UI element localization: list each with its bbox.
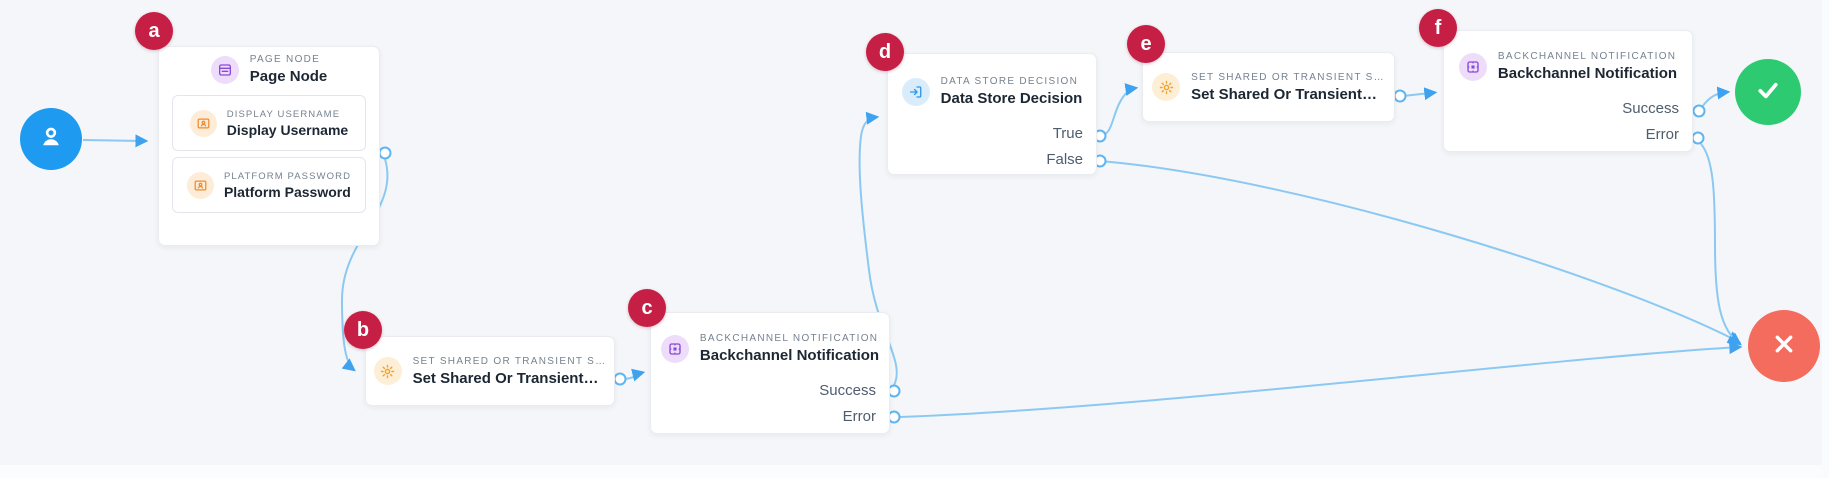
wire-a-to-b [340, 158, 389, 372]
node-card-set-shared-1[interactable]: SET SHARED OR TRANSIENT S… Set Shared Or… [365, 336, 615, 406]
page-icon [210, 55, 239, 84]
subnode-platform-password[interactable]: PLATFORM PASSWORD Platform Password [172, 157, 366, 213]
output-port-b[interactable] [613, 372, 627, 386]
node-title: Page Node [249, 68, 328, 85]
node-type-label: PAGE NODE [249, 54, 321, 65]
subnode-type-label: DISPLAY USERNAME [226, 108, 341, 120]
wire-c-success-to-d [858, 111, 898, 386]
node-card-backchannel-1[interactable]: BACKCHANNEL NOTIFICATION Backchannel Not… [650, 312, 890, 434]
gear-icon [373, 357, 402, 385]
step-badge-f[interactable]: f [1419, 9, 1457, 47]
output-port-f-success[interactable] [1692, 104, 1706, 118]
gear-icon [1152, 73, 1181, 101]
wire-f-success-to-check [1701, 86, 1731, 108]
wire-d-false-to-x [1099, 160, 1742, 344]
wire-f-error-to-x [1700, 143, 1742, 346]
error-terminal[interactable] [1748, 310, 1820, 382]
step-badge-e[interactable]: e [1127, 25, 1165, 63]
output-label-error: Error [842, 408, 876, 425]
wire-d-true-to-e [1099, 83, 1139, 137]
node-type-label: SET SHARED OR TRANSIENT S… [1191, 71, 1385, 83]
node-card-data-store-decision[interactable]: DATA STORE DECISION Data Store Decision … [887, 53, 1097, 175]
canvas-edge-right [1822, 0, 1829, 478]
subnode-title: Display Username [226, 121, 349, 138]
wire-e-to-f [1402, 87, 1438, 101]
output-port-c-success[interactable] [887, 384, 901, 398]
subnode-display-username[interactable]: DISPLAY USERNAME Display Username [172, 95, 366, 151]
user-icon [36, 122, 66, 157]
output-label-success: Success [1622, 100, 1679, 117]
start-node[interactable] [20, 108, 82, 170]
node-type-label: SET SHARED OR TRANSIENT S… [412, 355, 607, 367]
node-title: Data Store Decision [940, 90, 1083, 107]
step-badge-a[interactable]: a [135, 12, 173, 50]
node-card-set-shared-2[interactable]: SET SHARED OR TRANSIENT S… Set Shared Or… [1142, 52, 1395, 122]
wire-start-to-a [82, 134, 149, 148]
node-type-label: DATA STORE DECISION [940, 76, 1079, 87]
wire-c-error-to-x [899, 341, 1743, 418]
id-card-icon [189, 109, 217, 137]
node-title: Set Shared Or Transient… [412, 369, 599, 387]
chip-icon [1458, 52, 1487, 81]
node-card-page-node[interactable]: PAGE NODE Page Node DISPLAY USERNAME Dis… [158, 46, 380, 246]
chip-icon [660, 334, 689, 363]
output-port-e[interactable] [1393, 89, 1407, 103]
subnode-title: Platform Password [223, 183, 351, 200]
node-title: Backchannel Notification [699, 347, 880, 364]
subnode-type-label: PLATFORM PASSWORD [223, 170, 352, 182]
output-label-false: False [1046, 151, 1083, 168]
node-type-label: BACKCHANNEL NOTIFICATION [699, 333, 879, 344]
step-badge-b[interactable]: b [344, 311, 382, 349]
output-port-c-error[interactable] [887, 410, 901, 424]
id-card-icon [186, 171, 214, 199]
node-type-label: BACKCHANNEL NOTIFICATION [1497, 51, 1677, 62]
node-card-backchannel-2[interactable]: BACKCHANNEL NOTIFICATION Backchannel Not… [1443, 30, 1693, 152]
check-icon [1752, 74, 1784, 111]
success-terminal[interactable] [1735, 59, 1801, 125]
step-badge-c[interactable]: c [628, 289, 666, 327]
step-badge-d[interactable]: d [866, 33, 904, 71]
node-title: Backchannel Notification [1497, 65, 1678, 82]
login-icon [901, 77, 930, 106]
output-port-a[interactable] [378, 146, 392, 160]
canvas-edge-bottom [0, 465, 1829, 478]
x-icon [1768, 328, 1800, 365]
node-title: Set Shared Or Transient… [1191, 85, 1377, 103]
output-label-error: Error [1645, 126, 1679, 143]
output-port-f-error[interactable] [1691, 131, 1705, 145]
output-label-true: True [1052, 125, 1083, 142]
output-label-success: Success [819, 382, 876, 399]
